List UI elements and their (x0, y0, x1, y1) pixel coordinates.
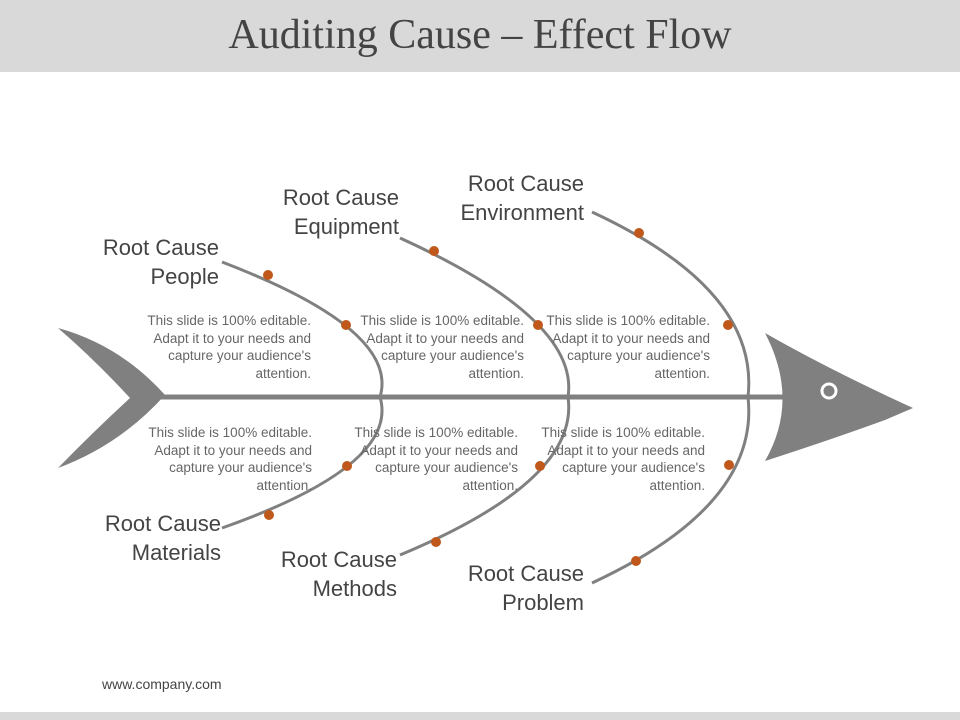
rib-environment-problem (591, 210, 751, 585)
rib-equipment-methods (399, 236, 571, 557)
page-title: Auditing Cause – Effect Flow (228, 12, 732, 58)
cause-methods-line2: Methods (312, 576, 397, 601)
desc-methods: This slide is 100% editable. Adapt it to… (354, 425, 518, 493)
dot-environment-inner (723, 320, 733, 330)
cause-equipment-line1: Root Cause (282, 185, 399, 210)
cause-problem-line2: Problem (502, 590, 584, 615)
dot-people-inner (341, 320, 351, 330)
cause-label-people: Root Cause People (103, 233, 219, 291)
cause-label-materials: Root Cause Materials (105, 509, 221, 567)
footer-url: www.company.com (102, 676, 222, 692)
dot-people-outer (263, 270, 273, 280)
desc-environment: This slide is 100% editable. Adapt it to… (546, 313, 710, 381)
desc-people: This slide is 100% editable. Adapt it to… (147, 313, 311, 381)
cause-environment-line2: Environment (460, 200, 584, 225)
cause-materials-line1: Root Cause (104, 511, 221, 536)
cause-problem-line1: Root Cause (467, 561, 584, 586)
cause-label-equipment: Root Cause Equipment (283, 183, 399, 241)
dot-materials-inner (342, 461, 352, 471)
desc-problem: This slide is 100% editable. Adapt it to… (541, 425, 705, 493)
cause-environment-line1: Root Cause (467, 171, 584, 196)
dot-methods-outer (431, 537, 441, 547)
cause-equipment-line2: Equipment (293, 214, 399, 239)
dot-environment-outer (634, 228, 644, 238)
cause-people-line2: People (150, 264, 219, 289)
dot-equipment-outer (429, 246, 439, 256)
title-bar (0, 0, 960, 72)
dot-problem-outer (631, 556, 641, 566)
desc-equipment: This slide is 100% editable. Adapt it to… (360, 313, 524, 381)
dot-equipment-inner (533, 320, 543, 330)
dot-materials-outer (264, 510, 274, 520)
cause-people-line1: Root Cause (102, 235, 219, 260)
bottom-bar (0, 712, 960, 720)
fish-head (765, 333, 913, 461)
dot-problem-inner (724, 460, 734, 470)
cause-label-methods: Root Cause Methods (281, 545, 397, 603)
cause-label-problem: Root Cause Problem (468, 559, 584, 617)
fish-tail (58, 328, 165, 468)
fish-eye (820, 382, 838, 400)
cause-materials-line2: Materials (131, 540, 221, 565)
rib-people-materials (221, 260, 384, 530)
cause-label-environment: Root Cause Environment (460, 169, 584, 227)
cause-methods-line1: Root Cause (280, 547, 397, 572)
desc-materials: This slide is 100% editable. Adapt it to… (148, 425, 312, 493)
dot-methods-inner (535, 461, 545, 471)
